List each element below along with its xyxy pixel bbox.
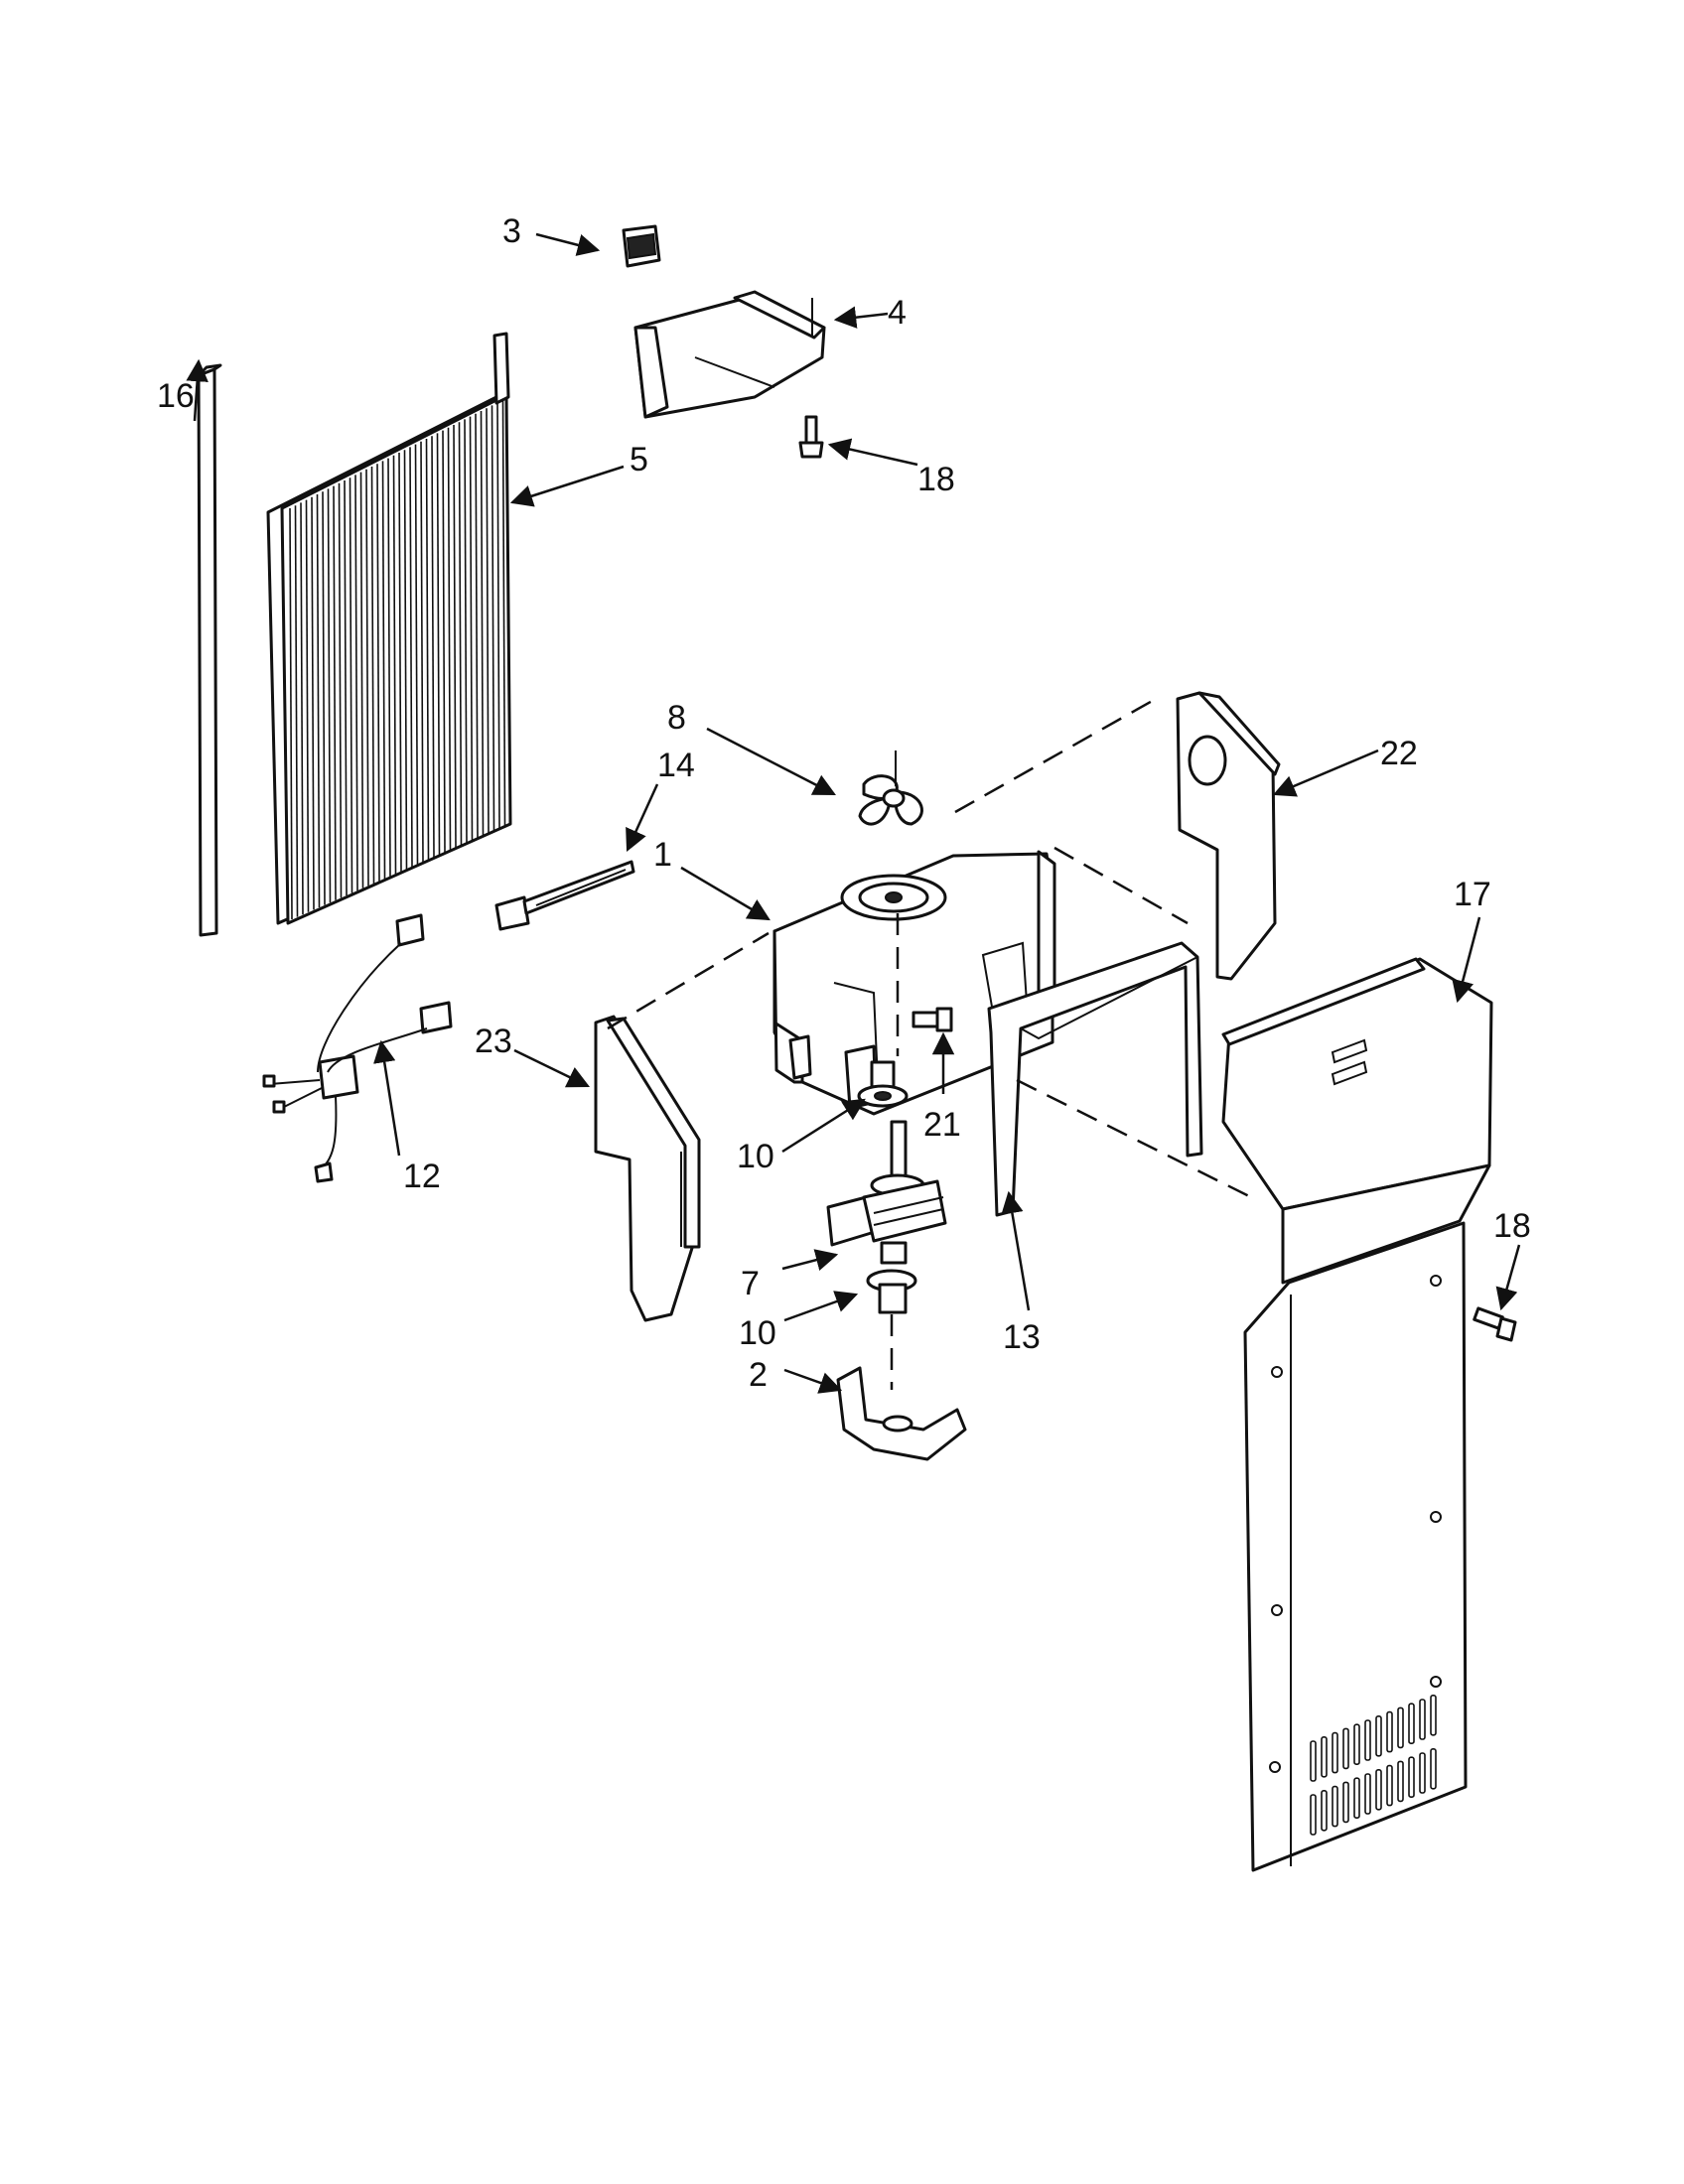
part-22-side-panel: [1176, 691, 1281, 981]
part-5-condenser: [266, 332, 512, 925]
rear-cover-vents: [1310, 1695, 1437, 1836]
part-1-shroud: [772, 850, 1056, 1116]
callout-1: 1: [653, 836, 672, 874]
callout-7: 7: [741, 1265, 760, 1302]
callout-23: 23: [475, 1023, 512, 1060]
callout-4: 4: [888, 294, 907, 332]
callout-8: 8: [667, 699, 686, 737]
callout-18-top: 18: [917, 461, 955, 498]
part-8-fan-blade: [858, 751, 923, 826]
callout-22: 22: [1380, 735, 1418, 772]
part-14-cable-tie: [494, 860, 635, 931]
part-18-screw-top: [798, 415, 824, 459]
callout-labels: 3 4 18 5 16 8 14 1 22 17 23 12 21 10 7 1…: [157, 212, 1531, 1394]
condenser-fins: [289, 399, 506, 920]
callout-2: 2: [749, 1356, 768, 1394]
callout-21: 21: [923, 1106, 961, 1144]
part-3-clip: [622, 224, 661, 268]
part-21-screw: [912, 1007, 953, 1032]
part-4-bracket: [633, 290, 826, 419]
part-10-grommet-lower: [866, 1269, 917, 1390]
part-16-strip: [197, 363, 222, 937]
callout-10-lower: 10: [739, 1314, 776, 1352]
callout-18-right: 18: [1493, 1207, 1531, 1245]
leader-lines: [186, 232, 1521, 1394]
part-13-channel: [987, 941, 1203, 1217]
callout-3: 3: [502, 212, 521, 250]
part-12-wire-harness: [262, 913, 453, 1183]
callout-16: 16: [157, 377, 195, 415]
callout-17: 17: [1454, 876, 1491, 913]
callout-5: 5: [630, 441, 648, 478]
callout-14: 14: [657, 747, 695, 784]
part-17-rear-cover: [1221, 957, 1493, 1872]
part-18-screw-right: [1473, 1306, 1517, 1342]
callout-12: 12: [403, 1158, 441, 1195]
callout-10-upper: 10: [737, 1138, 774, 1175]
assembly-dashed-lines: [607, 697, 1252, 1199]
callout-13: 13: [1003, 1318, 1041, 1356]
part-2-motor-bracket: [836, 1366, 967, 1461]
part-23-side-panel: [594, 1015, 701, 1322]
part-7-motor: [826, 1120, 947, 1265]
part-10-grommet-upper: [857, 1060, 909, 1108]
